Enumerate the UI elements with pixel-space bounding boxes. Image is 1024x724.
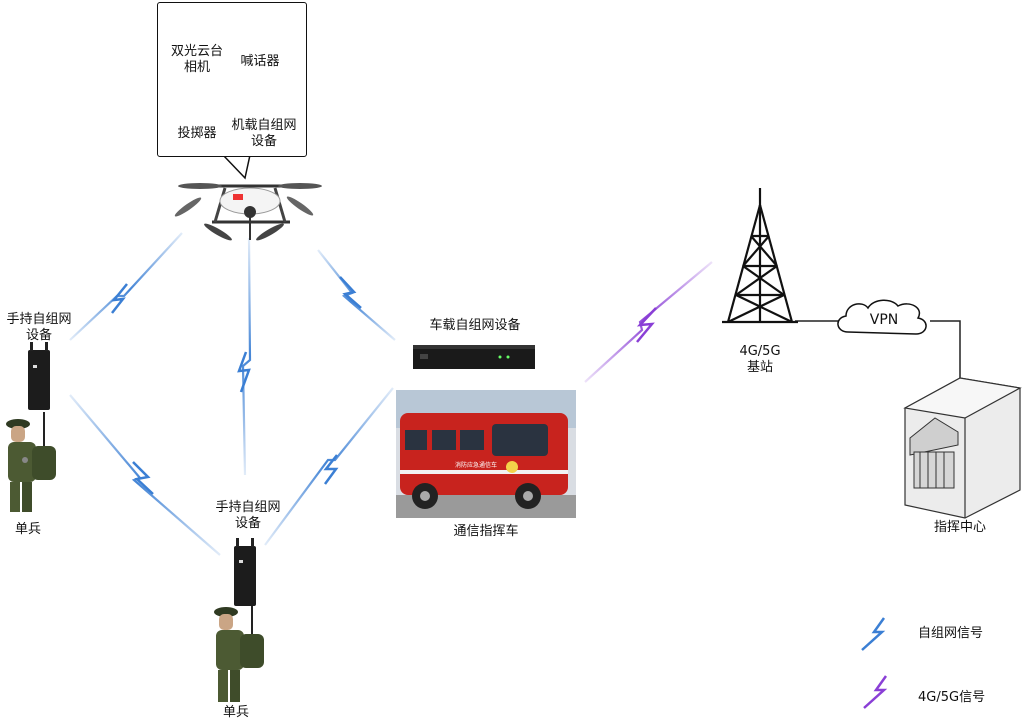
link-drone-bottom	[241, 237, 252, 476]
bottom-soldier-label: 单兵	[222, 705, 249, 720]
base-station-label-line2: 基站	[746, 360, 773, 375]
legend-mesh-label: 自组网信号	[918, 626, 984, 641]
command-vehicle-label: 通信指挥车	[453, 524, 519, 539]
speaker-label: 喊话器	[240, 54, 280, 69]
bolt-mesh-3	[339, 276, 362, 309]
bottom-handheld-device-icon	[234, 538, 256, 606]
left-handheld-label-line1: 手持自组网	[6, 312, 72, 327]
bottom-handheld-label-line2: 设备	[234, 516, 261, 531]
link-vehicle-basestation	[584, 261, 713, 383]
bolt-mesh-2	[237, 351, 251, 393]
drone-icon	[174, 183, 322, 241]
bolt-cellular	[636, 307, 657, 343]
link-drone-vehicle	[317, 249, 396, 341]
payload-callout	[157, 2, 307, 157]
left-handheld-label-line2: 设备	[25, 328, 52, 343]
vehicle-mesh-device-icon	[413, 345, 535, 369]
link-drone-left	[69, 232, 183, 341]
bottom-handheld-label: 手持自组网 设备	[206, 500, 290, 532]
legend-cellular-label: 4G/5G信号	[918, 690, 986, 705]
left-handheld-label: 手持自组网 设备	[0, 312, 78, 344]
command-vehicle-image	[396, 390, 576, 518]
dropper-label: 投掷器	[177, 126, 217, 141]
base-station-label-line1: 4G/5G	[739, 344, 781, 359]
base-station-label: 4G/5G 基站	[724, 344, 796, 376]
cell-tower-icon	[722, 188, 798, 324]
camera-label: 双光云台 相机	[160, 44, 234, 76]
airborne-mesh-label-line1: 机载自组网	[231, 118, 297, 133]
bolt-mesh-4	[132, 461, 154, 495]
command-center-icon	[903, 377, 1022, 519]
airborne-mesh-label: 机载自组网 设备	[222, 118, 306, 150]
vpn-cloud-icon	[837, 299, 927, 335]
vpn-label: VPN	[869, 312, 899, 328]
bottom-handheld-label-line1: 手持自组网	[215, 500, 281, 515]
left-soldier-icon	[6, 412, 56, 512]
vehicle-mesh-label: 车载自组网设备	[429, 318, 521, 333]
bolt-mesh-5	[323, 454, 339, 485]
camera-label-line1: 双光云台	[170, 44, 223, 59]
callout-pointer	[221, 154, 251, 180]
bolt-mesh-1	[111, 283, 128, 314]
bottom-soldier-icon	[214, 606, 264, 702]
legend-mesh-icon	[861, 617, 886, 651]
link-vpn-center	[930, 320, 961, 378]
vehicle-side-text: 消防应急通信车	[454, 462, 497, 469]
legend-cellular-icon	[863, 675, 888, 709]
command-center-label: 指挥中心	[933, 520, 986, 535]
left-soldier-label: 单兵	[14, 522, 41, 537]
camera-label-line2: 相机	[183, 60, 210, 75]
left-handheld-device-icon	[28, 342, 50, 410]
airborne-mesh-label-line2: 设备	[250, 134, 277, 149]
